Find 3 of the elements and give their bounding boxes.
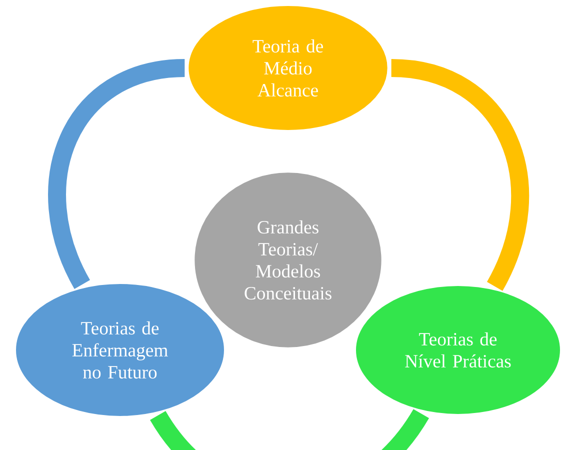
ring-arc [150,408,429,450]
ring-arc [48,59,186,288]
ring-arc [390,59,529,290]
